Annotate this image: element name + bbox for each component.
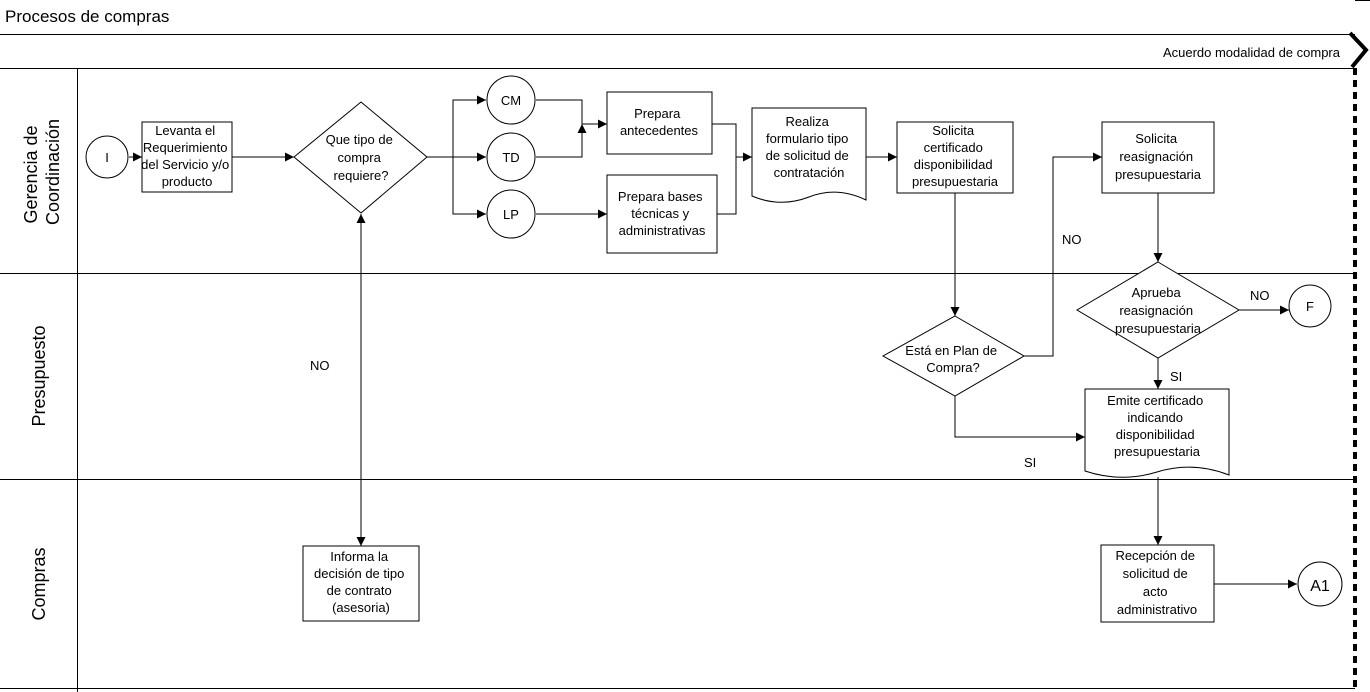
start-node: I bbox=[85, 135, 129, 179]
svg-text:Emite certificado indica: Emite certificado indicando disponibilid… bbox=[1107, 393, 1207, 459]
svg-text:F: F bbox=[1306, 299, 1314, 314]
edge-label-si-plan: SI bbox=[1024, 455, 1036, 470]
svg-text:Prepara bases técnicas y: Prepara bases técnicas y administrativas bbox=[618, 189, 706, 238]
svg-text:Que tipo de compra: Que tipo de compra requiere? bbox=[326, 132, 397, 183]
process-prepara-antecedentes: Prepara antecedentes bbox=[606, 91, 713, 155]
diagram-title: Procesos de compras bbox=[5, 7, 169, 26]
edge-tipo-cm bbox=[427, 95, 486, 158]
process-solicita-certificado: Solicita certificado disponibilidad pres… bbox=[896, 121, 1014, 194]
svg-text:Recepción de solicitud d: Recepción de solicitud de acto administr… bbox=[1115, 548, 1198, 617]
edge-td-prepara bbox=[536, 124, 587, 158]
edges bbox=[129, 95, 1297, 589]
svg-text:TD: TD bbox=[502, 150, 519, 165]
edge-label-no-informa: NO bbox=[310, 358, 330, 373]
lane-title-compras: Compras bbox=[29, 547, 49, 620]
connector-td: TD bbox=[486, 132, 536, 182]
phase-boundary bbox=[1348, 31, 1369, 692]
edge-label-si-aprueba: SI bbox=[1170, 369, 1182, 384]
process-solicita-reasignacion: Solicita reasignación presupuestaria bbox=[1101, 121, 1215, 194]
decision-plan-compra: Está en Plan de Compra? bbox=[881, 315, 1025, 397]
process-prepara-bases: Prepara bases técnicas y administrativas bbox=[606, 174, 718, 254]
decision-aprueba-reasignacion: Aprueba reasignación presupuestaria bbox=[1076, 261, 1240, 359]
lane-title-presupuesto: Presupuesto bbox=[29, 325, 49, 426]
process-levanta-requerimiento: Levanta el Requerimiento del Servicio y/… bbox=[141, 121, 233, 193]
svg-text:LP: LP bbox=[503, 207, 519, 222]
connector-a1: A1 bbox=[1297, 561, 1343, 607]
edge-plan-si-emite bbox=[954, 396, 1085, 442]
phase-label: Acuerdo modalidad de compra bbox=[1163, 45, 1341, 60]
process-recepcion-solicitud: Recepción de solicitud de acto administr… bbox=[1100, 544, 1215, 623]
edge-label-no-plan: NO bbox=[1062, 232, 1082, 247]
svg-text:Solicita reasignación: Solicita reasignación presupuestaria bbox=[1115, 131, 1202, 182]
svg-text:Informa la decisión de t: Informa la decisión de tipo de contrato … bbox=[314, 549, 408, 615]
svg-text:Prepara antecedentes: Prepara antecedentes bbox=[620, 106, 699, 138]
edge-cm-prepara bbox=[536, 99, 607, 129]
document-emite-certificado: Emite certificado indicando disponibilid… bbox=[1084, 388, 1230, 478]
connector-lp: LP bbox=[486, 189, 536, 239]
svg-text:Realiza formulario tipo: Realiza formulario tipo de solicitud de … bbox=[766, 114, 853, 180]
document-formulario: Realiza formulario tipo de solicitud de … bbox=[751, 107, 867, 203]
svg-text:CM: CM bbox=[501, 93, 521, 108]
svg-text:I: I bbox=[105, 150, 109, 165]
connector-cm: CM bbox=[486, 75, 536, 125]
edge-label-no-aprueba: NO bbox=[1250, 288, 1270, 303]
lane-title-gerencia: Gerencia de Coordinación bbox=[21, 119, 63, 225]
svg-text:A1: A1 bbox=[1310, 578, 1330, 595]
svg-text:Levanta el Requerimiento: Levanta el Requerimiento del Servicio y/… bbox=[141, 123, 233, 189]
edge-tipo-lp bbox=[452, 157, 486, 219]
process-informa-decision: Informa la decisión de tipo de contrato … bbox=[302, 545, 420, 622]
svg-text:Aprueba reasignación: Aprueba reasignación presupuestaria bbox=[1115, 285, 1202, 336]
end-node: F bbox=[1288, 284, 1332, 328]
edge-prepara-formulario bbox=[712, 123, 752, 162]
decision-tipo-compra: Que tipo de compra requiere? bbox=[293, 101, 428, 214]
edge-plan-no-reasig bbox=[1024, 152, 1102, 357]
svg-text:Está en Plan de Compra?: Está en Plan de Compra? bbox=[905, 343, 1000, 375]
svg-text:Solicita certificado: Solicita certificado disponibilidad pres… bbox=[912, 123, 999, 189]
edge-bases-formulario bbox=[717, 157, 737, 215]
